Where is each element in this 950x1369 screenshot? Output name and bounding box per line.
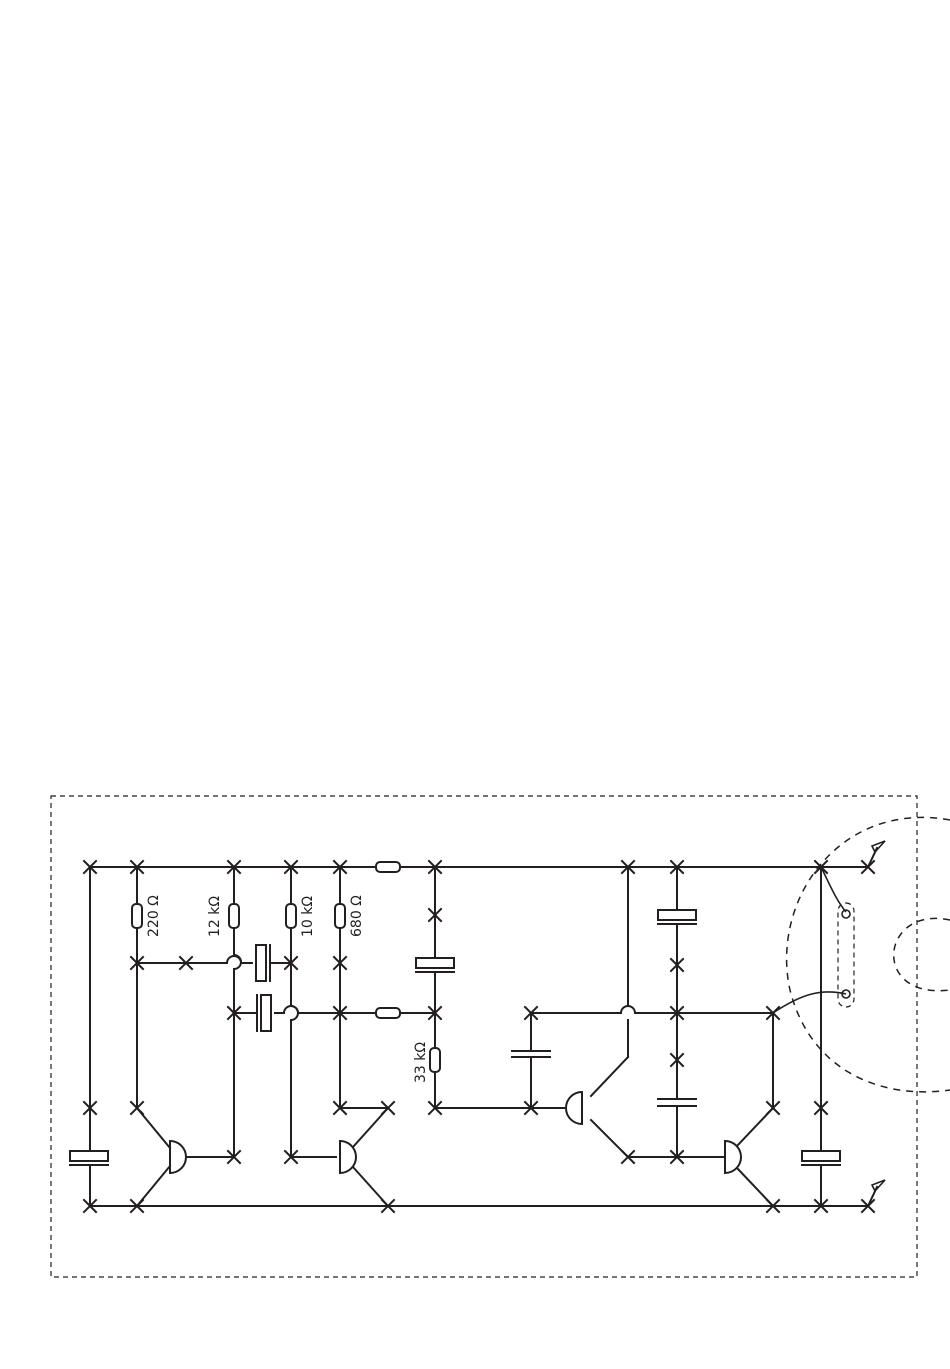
capacitor-c5 [512, 1051, 550, 1057]
label-220-ohm: 220 Ω [146, 895, 162, 937]
capacitor-c8 [257, 995, 271, 1031]
capacitor-c6 [658, 1099, 696, 1106]
resistor-220 [132, 904, 142, 928]
capacitor-c3 [658, 910, 696, 924]
resistor-mid [376, 1008, 400, 1018]
resistor-10k [286, 904, 296, 928]
resistor-12k [229, 904, 239, 928]
resistor-680 [335, 904, 345, 928]
label-10-kohm: 10 kΩ [300, 896, 316, 937]
transistor-q3 [566, 1057, 628, 1157]
capacitor-c7 [256, 945, 270, 981]
transistor-q2 [340, 1108, 388, 1206]
speaker-outline [787, 817, 950, 1091]
label-12-kohm: 12 kΩ [207, 896, 223, 937]
label-680-ohm: 680 Ω [349, 895, 365, 937]
resistor-33k [430, 1048, 440, 1072]
transistor-q1 [137, 1108, 186, 1206]
resistor-top [376, 862, 400, 872]
transistor-q4 [725, 1108, 773, 1206]
junction-markers [84, 861, 874, 1212]
capacitor-c1 [70, 1151, 108, 1165]
label-33-kohm: 33 kΩ [413, 1042, 429, 1083]
capacitor-c2 [416, 958, 454, 972]
board-outline [51, 796, 917, 1277]
capacitor-c4 [802, 1151, 840, 1165]
